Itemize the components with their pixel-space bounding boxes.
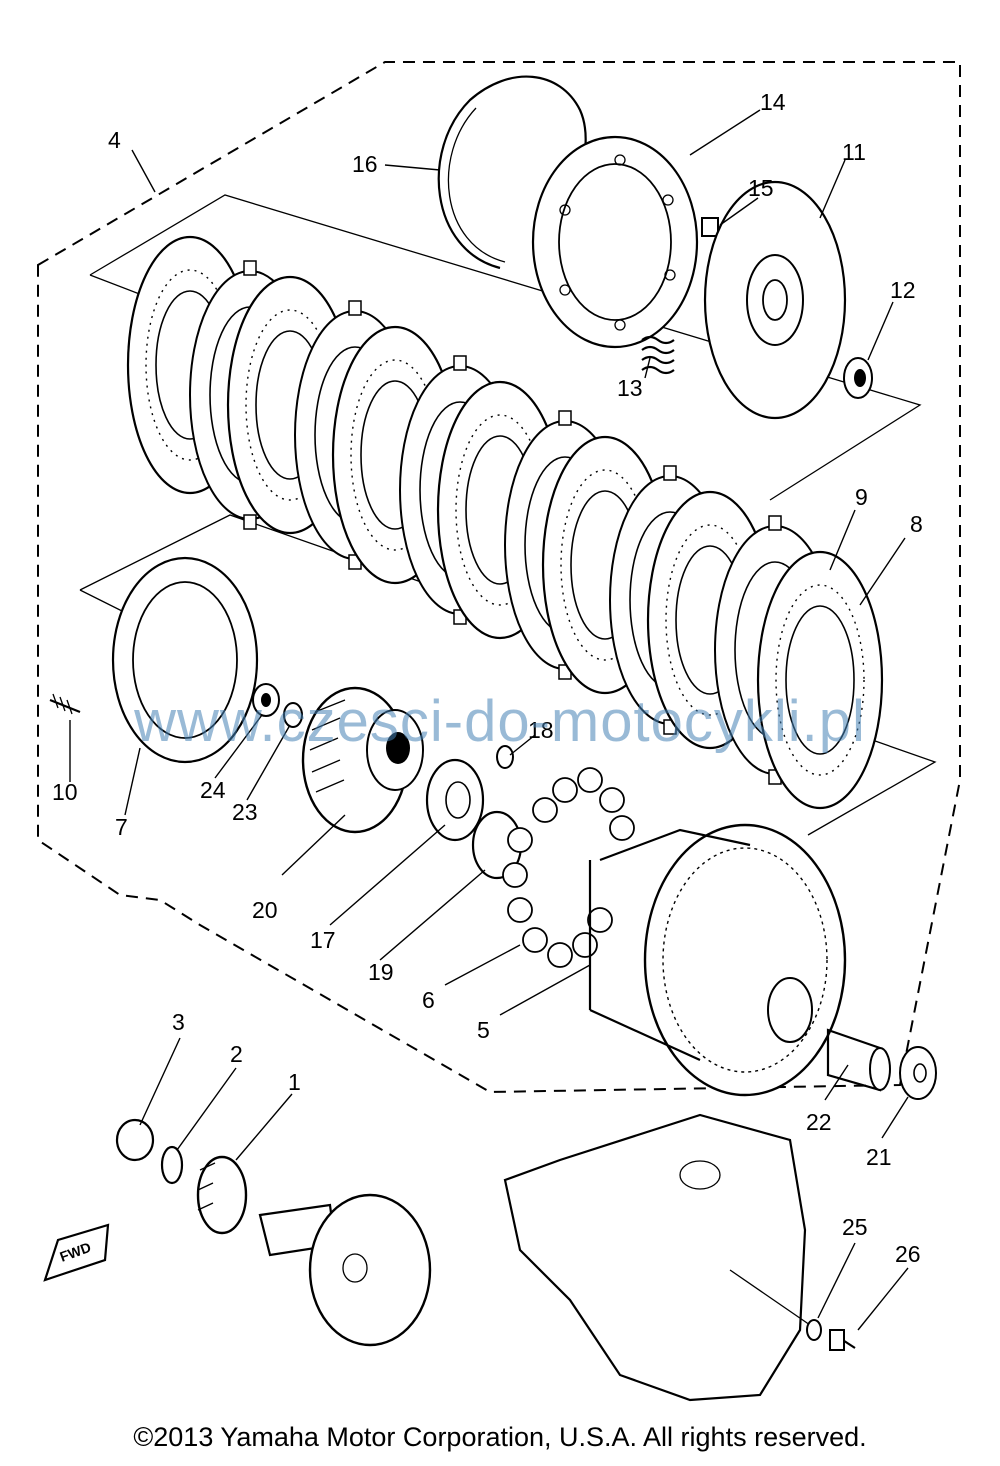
part-label-5: 5 [477, 1017, 490, 1043]
spacer [496, 745, 514, 769]
forward-arrow-icon: FWD [43, 1223, 110, 1282]
steel-balls [502, 767, 635, 968]
part-label-10: 10 [52, 779, 78, 805]
part-labels: 1 2 3 4 5 6 7 8 9 10 11 12 13 14 15 16 1… [52, 89, 923, 1267]
primary-drive-gear [301, 686, 424, 834]
plain-washer [806, 1319, 822, 1341]
part-label-8: 8 [910, 511, 923, 537]
part-label-22: 22 [806, 1109, 832, 1135]
crankcase [503, 1113, 811, 1402]
bolt [701, 217, 719, 237]
spring [641, 335, 675, 375]
leader-lines [69, 109, 909, 1331]
part-label-1: 1 [288, 1069, 301, 1095]
clutch-boss-plate [703, 180, 847, 420]
copyright-footer: ©2013 Yamaha Motor Corporation, U.S.A. A… [133, 1422, 867, 1452]
nut [115, 1118, 155, 1162]
part-label-7: 7 [115, 814, 128, 840]
part-label-19: 19 [368, 959, 394, 985]
part-label-13: 13 [617, 375, 643, 401]
screw [829, 1329, 856, 1351]
part-label-9: 9 [855, 484, 868, 510]
lock-washer [160, 1145, 184, 1185]
part-label-16: 16 [352, 151, 378, 177]
part-label-20: 20 [252, 897, 278, 923]
part-label-2: 2 [230, 1041, 243, 1067]
cushion-plate [111, 556, 259, 764]
crankshaft [258, 1193, 432, 1347]
part-label-12: 12 [890, 277, 916, 303]
part-label-3: 3 [172, 1009, 185, 1035]
part-label-25: 25 [842, 1214, 868, 1240]
part-label-26: 26 [895, 1241, 921, 1267]
part-label-18: 18 [528, 717, 554, 743]
pressure-plate [531, 135, 699, 349]
clutch-housing [588, 823, 847, 1097]
washers [252, 683, 303, 728]
collar [826, 1028, 891, 1092]
part-label-4: 4 [108, 127, 121, 153]
part-label-14: 14 [760, 89, 786, 115]
part-label-11: 11 [842, 139, 866, 165]
thrust-washer [899, 1046, 937, 1100]
part-label-17: 17 [310, 927, 336, 953]
assembly-outline [37, 61, 961, 1094]
part-label-24: 24 [200, 777, 226, 803]
part-label-6: 6 [422, 987, 435, 1013]
part-label-21: 21 [866, 1144, 892, 1170]
bearing [843, 357, 873, 399]
clutch-hub [425, 758, 485, 842]
watermark: www.czesci-do-motocykli.pl [134, 689, 866, 754]
part-label-23: 23 [232, 799, 258, 825]
primary-gear [196, 1155, 248, 1235]
part-label-15: 15 [748, 175, 774, 201]
push-rod [49, 693, 81, 715]
